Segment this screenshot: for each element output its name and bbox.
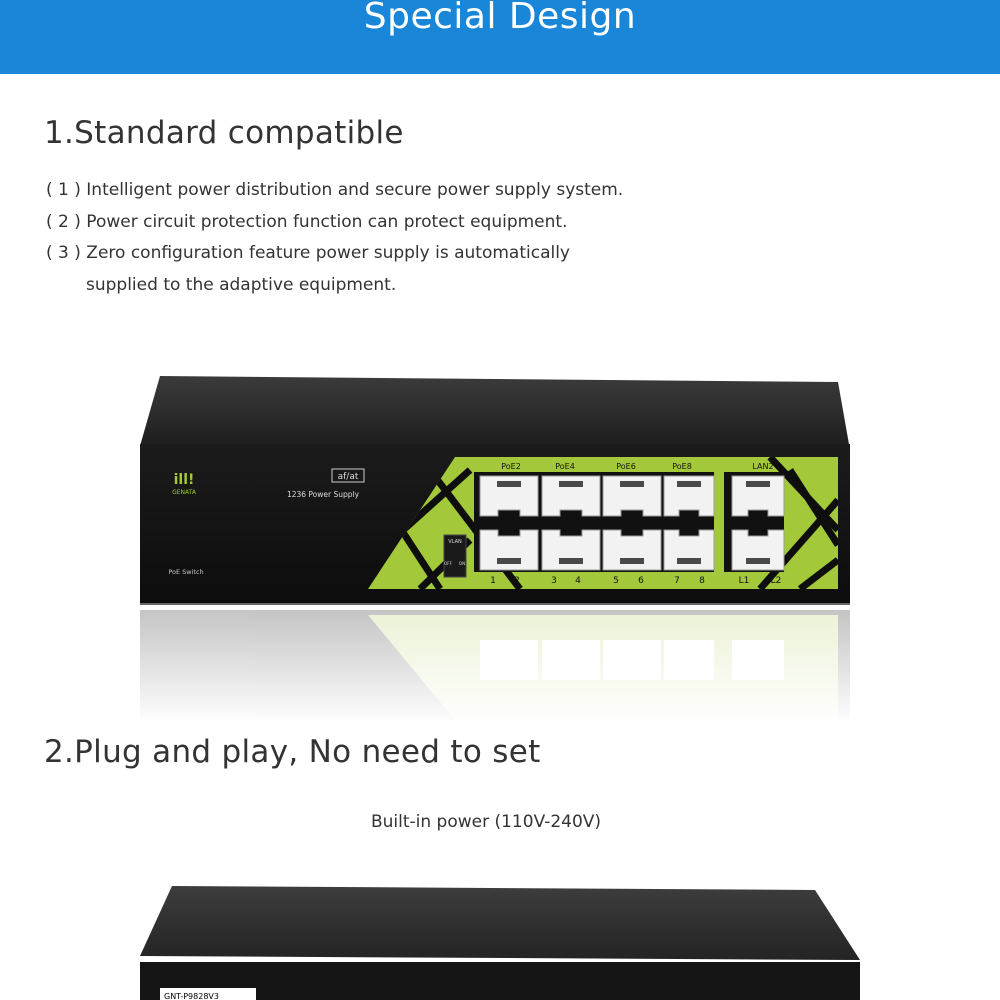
switch-second-view-image: GNT-P9828V3 xyxy=(140,886,860,1000)
port-number-l1: L1 xyxy=(739,576,750,586)
port-number-5: 5 xyxy=(613,576,619,586)
section-heading-standard: 1.Standard compatible xyxy=(44,115,404,151)
rj45-ports-bottom-row xyxy=(479,529,785,571)
section-heading-plug-and-play: 2.Plug and play, No need to set xyxy=(44,734,541,770)
port-label-poe8: PoE8 xyxy=(672,462,692,471)
port-number-6: 6 xyxy=(638,576,644,586)
port-label-poe4: PoE4 xyxy=(555,462,575,471)
port-number-4: 4 xyxy=(575,576,581,586)
port-label-poe6: PoE6 xyxy=(616,462,636,471)
switch-on-label: ON xyxy=(459,561,465,566)
brand-logo-icon: ill! xyxy=(174,472,195,488)
rj45-contacts-top xyxy=(497,481,770,487)
rj45-contacts-bottom xyxy=(497,558,770,564)
port-number-7: 7 xyxy=(674,576,680,586)
switch-off-label: OFF xyxy=(444,561,452,566)
port-number-3: 3 xyxy=(551,576,557,586)
vlan-switch xyxy=(443,534,467,578)
poe-switch-image: PoE2 PoE4 PoE6 PoE8 LAN2 1 2 3 4 xyxy=(130,376,860,724)
vlan-label: VLAN xyxy=(448,539,462,545)
feature-item-1: ( 1 ) Intelligent power distribution and… xyxy=(46,180,624,200)
feature-item-3-continued: supplied to the adaptive equipment. xyxy=(86,275,397,295)
port-label-poe2: PoE2 xyxy=(501,462,521,471)
port-number-8: 8 xyxy=(699,576,705,586)
header-banner: Special Design xyxy=(0,0,1000,74)
poe-switch-label: PoE Switch xyxy=(168,568,203,576)
af-at-badge: af/at xyxy=(338,472,359,482)
power-supply-label: 1236 Power Supply xyxy=(287,490,360,499)
banner-title: Special Design xyxy=(363,0,637,37)
model-sticker-label: GNT-P9828V3 xyxy=(164,992,219,1000)
feature-item-2: ( 2 ) Power circuit protection function … xyxy=(46,212,568,232)
port-number-l2: L2 xyxy=(771,576,782,586)
rj45-ports-top-row xyxy=(479,475,785,517)
port-number-2: 2 xyxy=(514,576,520,586)
built-in-power-note: Built-in power (110V-240V) xyxy=(370,812,602,832)
feature-item-3: ( 3 ) Zero configuration feature power s… xyxy=(46,243,570,263)
port-label-lan2: LAN2 xyxy=(752,462,773,471)
brand-name: GENATA xyxy=(172,489,197,496)
port-number-1: 1 xyxy=(490,576,496,586)
